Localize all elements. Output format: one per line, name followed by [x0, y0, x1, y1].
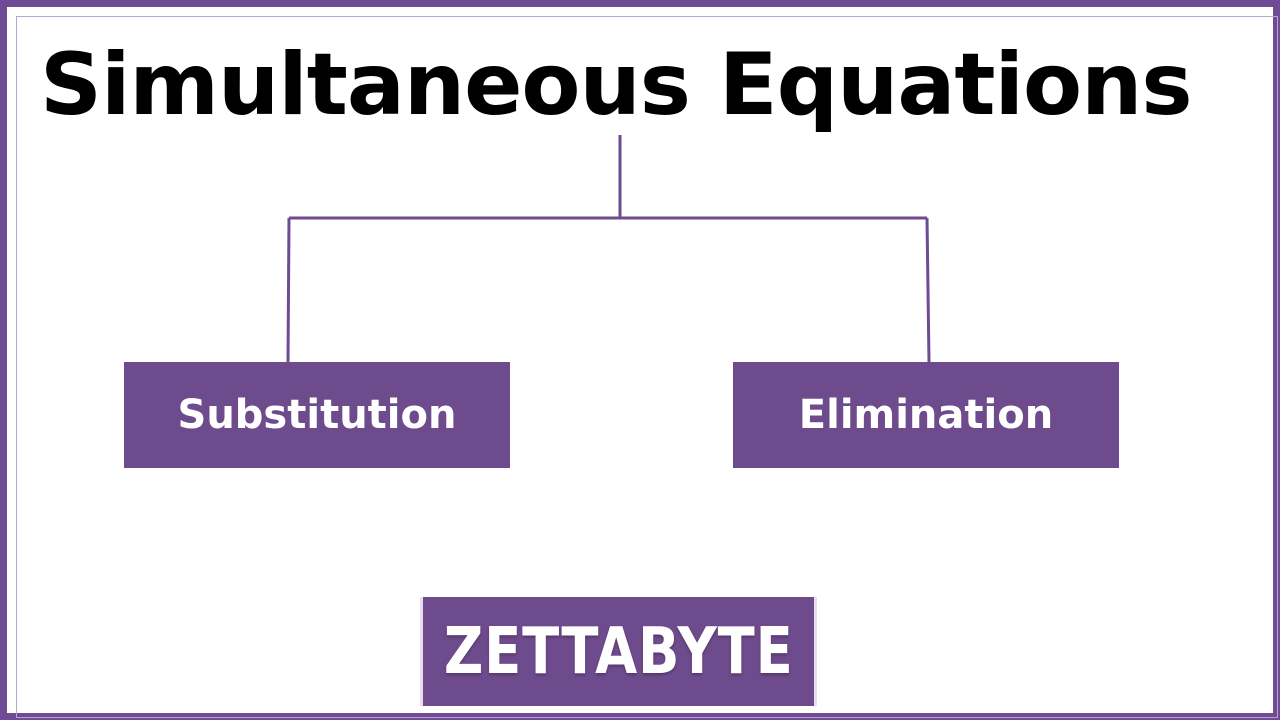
- frame-inner-border: [16, 16, 1278, 718]
- substitution-box: Substitution: [124, 362, 510, 468]
- diagram-title: Simultaneous Equations: [40, 35, 1193, 135]
- elimination-label: Elimination: [798, 392, 1054, 438]
- elimination-box: Elimination: [733, 362, 1119, 468]
- zettabyte-logo: ZETTABYTE: [420, 597, 817, 706]
- connector-right-drop: [925, 217, 931, 363]
- connector-left-drop: [286, 217, 291, 363]
- logo-text: ZETTABYTE: [443, 614, 794, 689]
- substitution-label: Substitution: [177, 392, 457, 438]
